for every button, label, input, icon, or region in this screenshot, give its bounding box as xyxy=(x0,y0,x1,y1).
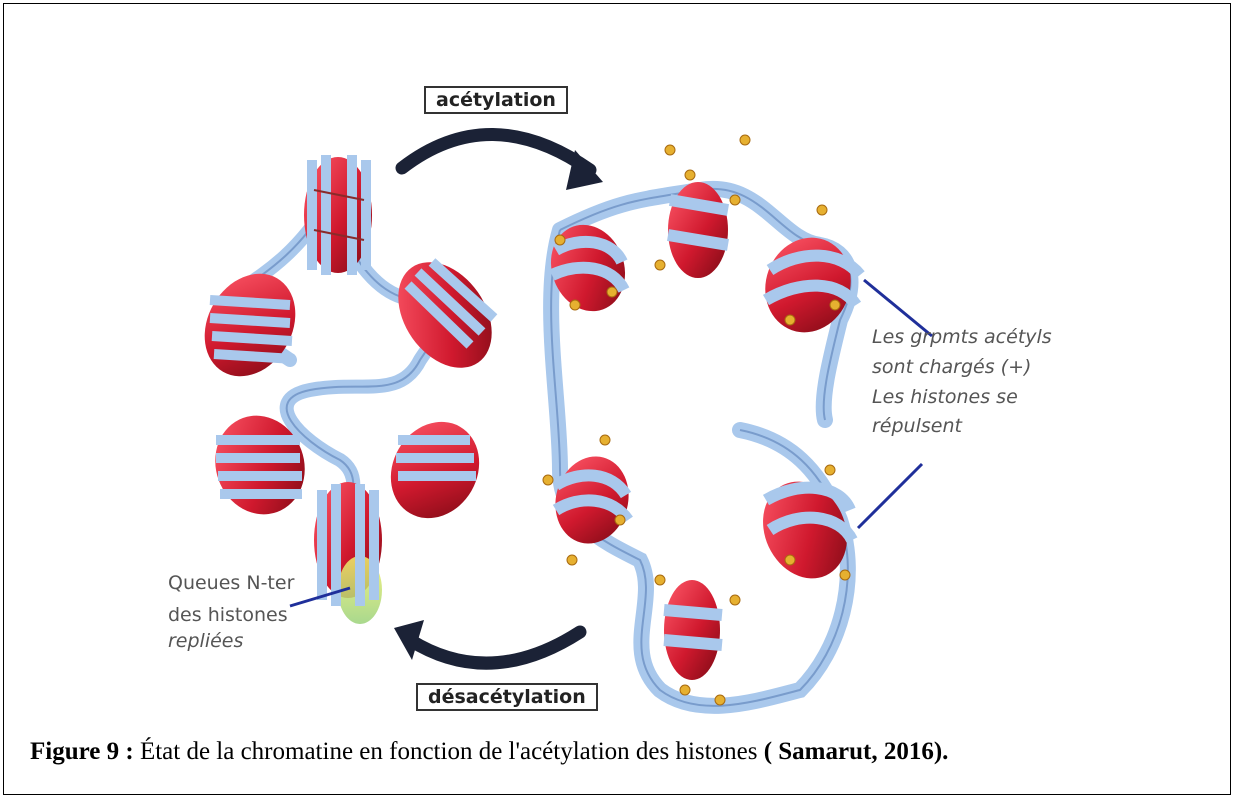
acetylation-arrow xyxy=(402,134,590,170)
left-annotation: Queues N-ter des histones repliées xyxy=(168,572,294,653)
right-annotation-line4: répulsent xyxy=(872,415,1052,439)
caption-citation: ( Samarut, 2016). xyxy=(764,738,949,765)
desacetylation-label: désacétylation xyxy=(416,683,598,711)
left-annotation-line1: Queues N-ter xyxy=(168,572,294,596)
left-annotation-line3: repliées xyxy=(168,630,294,654)
caption-label: Figure 9 : xyxy=(30,738,134,765)
right-annotation: Les grpmts acétyls sont chargés (+) Les … xyxy=(872,326,1052,439)
right-annotation-line2: sont chargés (+) xyxy=(872,356,1052,380)
figure-caption: Figure 9 : État de la chromatine en fonc… xyxy=(30,738,948,766)
caption-text: État de la chromatine en fonction de l'a… xyxy=(134,738,764,765)
decondensed-chromatin xyxy=(539,135,864,706)
right-annotation-line1: Les grpmts acétyls xyxy=(872,326,1052,350)
right-annotation-line3: Les histones se xyxy=(872,386,1052,410)
left-annotation-line2: des histones xyxy=(168,604,294,628)
condensed-chromatin xyxy=(187,155,511,624)
acetylation-label: acétylation xyxy=(424,86,568,114)
desacetylation-arrow xyxy=(410,632,580,663)
right-bottom-leader xyxy=(858,464,922,528)
